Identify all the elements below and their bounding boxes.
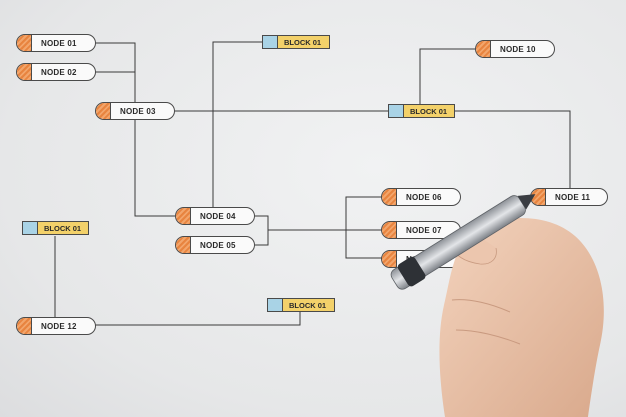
node-03-cap-icon: [96, 103, 111, 119]
node-07-cap-icon: [382, 222, 397, 238]
node-11-cap-icon: [531, 189, 546, 205]
node-05-label: NODE 05: [200, 240, 236, 250]
connector-node01-node03: [95, 42, 136, 111]
node-10-label: NODE 10: [500, 44, 536, 54]
block-bottom-label: BLOCK 01: [289, 300, 327, 310]
connector-branch-node06-08: [345, 196, 382, 259]
node-01[interactable]: NODE 01: [16, 34, 96, 52]
block-left[interactable]: BLOCK 01: [22, 221, 89, 235]
node-02[interactable]: NODE 02: [16, 63, 96, 81]
node-03[interactable]: NODE 03: [95, 102, 175, 120]
block-mid-cap-icon: [389, 105, 404, 117]
node-12-cap-icon: [17, 318, 32, 334]
block-top[interactable]: BLOCK 01: [262, 35, 330, 49]
node-02-label: NODE 02: [41, 67, 77, 77]
node-04[interactable]: NODE 04: [175, 207, 255, 225]
node-06-cap-icon: [382, 189, 397, 205]
block-mid-label: BLOCK 01: [410, 106, 448, 116]
block-left-cap-icon: [23, 222, 38, 234]
node-06-label: NODE 06: [406, 192, 442, 202]
node-11[interactable]: NODE 11: [530, 188, 608, 206]
node-06[interactable]: NODE 06: [381, 188, 461, 206]
node-05[interactable]: NODE 05: [175, 236, 255, 254]
node-10[interactable]: NODE 10: [475, 40, 555, 58]
marker-icon: [390, 194, 536, 290]
block-bottom[interactable]: BLOCK 01: [267, 298, 335, 312]
node-04-cap-icon: [176, 208, 191, 224]
block-bottom-cap-icon: [268, 299, 283, 311]
node-12[interactable]: NODE 12: [16, 317, 96, 335]
node-01-cap-icon: [17, 35, 32, 51]
node-07-label: NODE 07: [406, 225, 442, 235]
node-03-label: NODE 03: [120, 106, 156, 116]
block-top-label: BLOCK 01: [284, 37, 322, 47]
node-05-cap-icon: [176, 237, 191, 253]
node-01-label: NODE 01: [41, 38, 77, 48]
node-12-label: NODE 12: [41, 321, 77, 331]
node-04-label: NODE 04: [200, 211, 236, 221]
block-left-label: BLOCK 01: [44, 223, 82, 233]
connector-block-mid-node11: [455, 110, 571, 188]
connector-node03-node04: [134, 111, 175, 217]
connector-block-mid-node10: [419, 48, 475, 104]
connector-block-top-node04: [212, 41, 262, 207]
connector-node12-block-bottom: [95, 312, 301, 326]
node-11-label: NODE 11: [555, 192, 591, 202]
node-07[interactable]: NODE 07: [381, 221, 461, 239]
node-08-cap-icon: [382, 251, 397, 267]
block-mid[interactable]: BLOCK 01: [388, 104, 455, 118]
block-top-cap-icon: [263, 36, 278, 48]
node-10-cap-icon: [476, 41, 491, 57]
node-02-cap-icon: [17, 64, 32, 80]
